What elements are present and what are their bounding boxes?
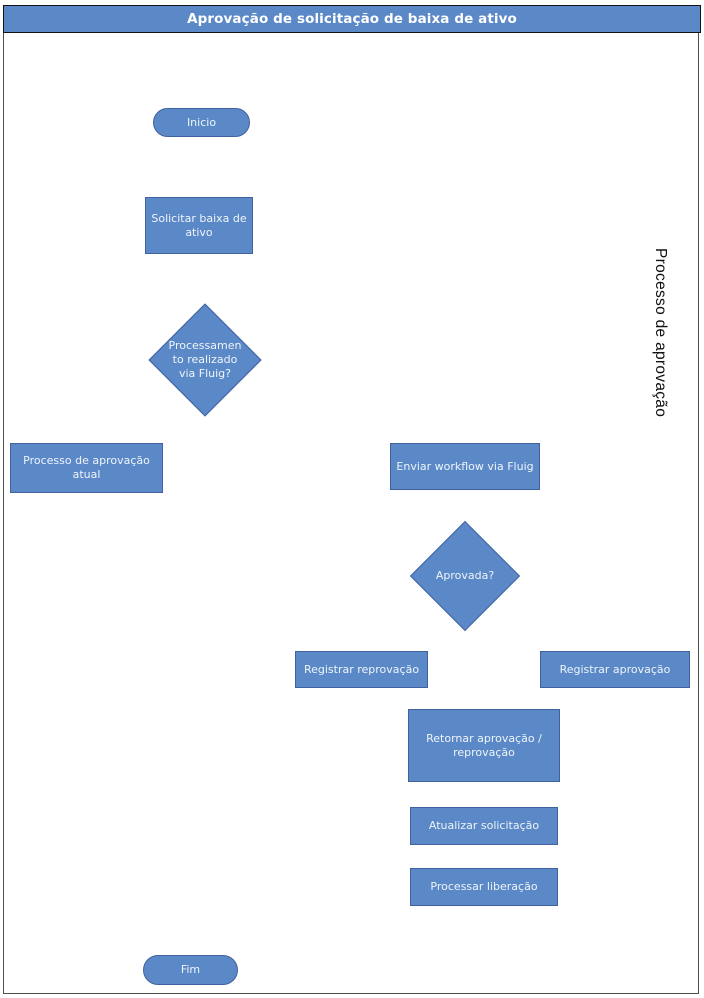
flow-node-solicitar-baixa-de-ativo[interactable]: Solicitar baixa de ativo — [145, 197, 253, 254]
diagram-frame — [3, 5, 699, 994]
flow-node-aprovada[interactable]: Aprovada? — [409, 520, 521, 632]
flow-node-registrar-reprovacao[interactable]: Registrar reprovação — [295, 651, 428, 688]
flow-node-registrar-aprovacao[interactable]: Registrar aprovação — [540, 651, 690, 688]
flow-node-processamento-realizado-via-fluig[interactable]: Processamen to realizado via Fluig? — [148, 303, 262, 417]
diagram-title-band: Aprovação de solicitação de baixa de ati… — [3, 5, 701, 33]
flow-node-enviar-workflow-via-fluig[interactable]: Enviar workflow via Fluig — [390, 443, 540, 490]
diagram-title: Aprovação de solicitação de baixa de ati… — [187, 11, 517, 27]
flow-node-processo-de-aprovacao-atual[interactable]: Processo de aprovação atual — [10, 443, 163, 493]
lane-label-processo-de-aprovacao: Processo de aprovação — [652, 248, 669, 418]
diamond-label: Aprovada? — [435, 569, 495, 583]
flow-node-atualizar-solicitacao[interactable]: Atualizar solicitação — [410, 807, 558, 845]
flow-node-processar-liberacao[interactable]: Processar liberação — [410, 868, 558, 906]
flow-node-fim[interactable]: Fim — [143, 955, 238, 985]
flow-node-inicio[interactable]: Inicio — [153, 108, 250, 137]
flow-node-retornar-aprovacao-reprovacao[interactable]: Retornar aprovação / reprovação — [408, 709, 560, 782]
diamond-label: Processamen to realizado via Fluig? — [168, 339, 242, 380]
